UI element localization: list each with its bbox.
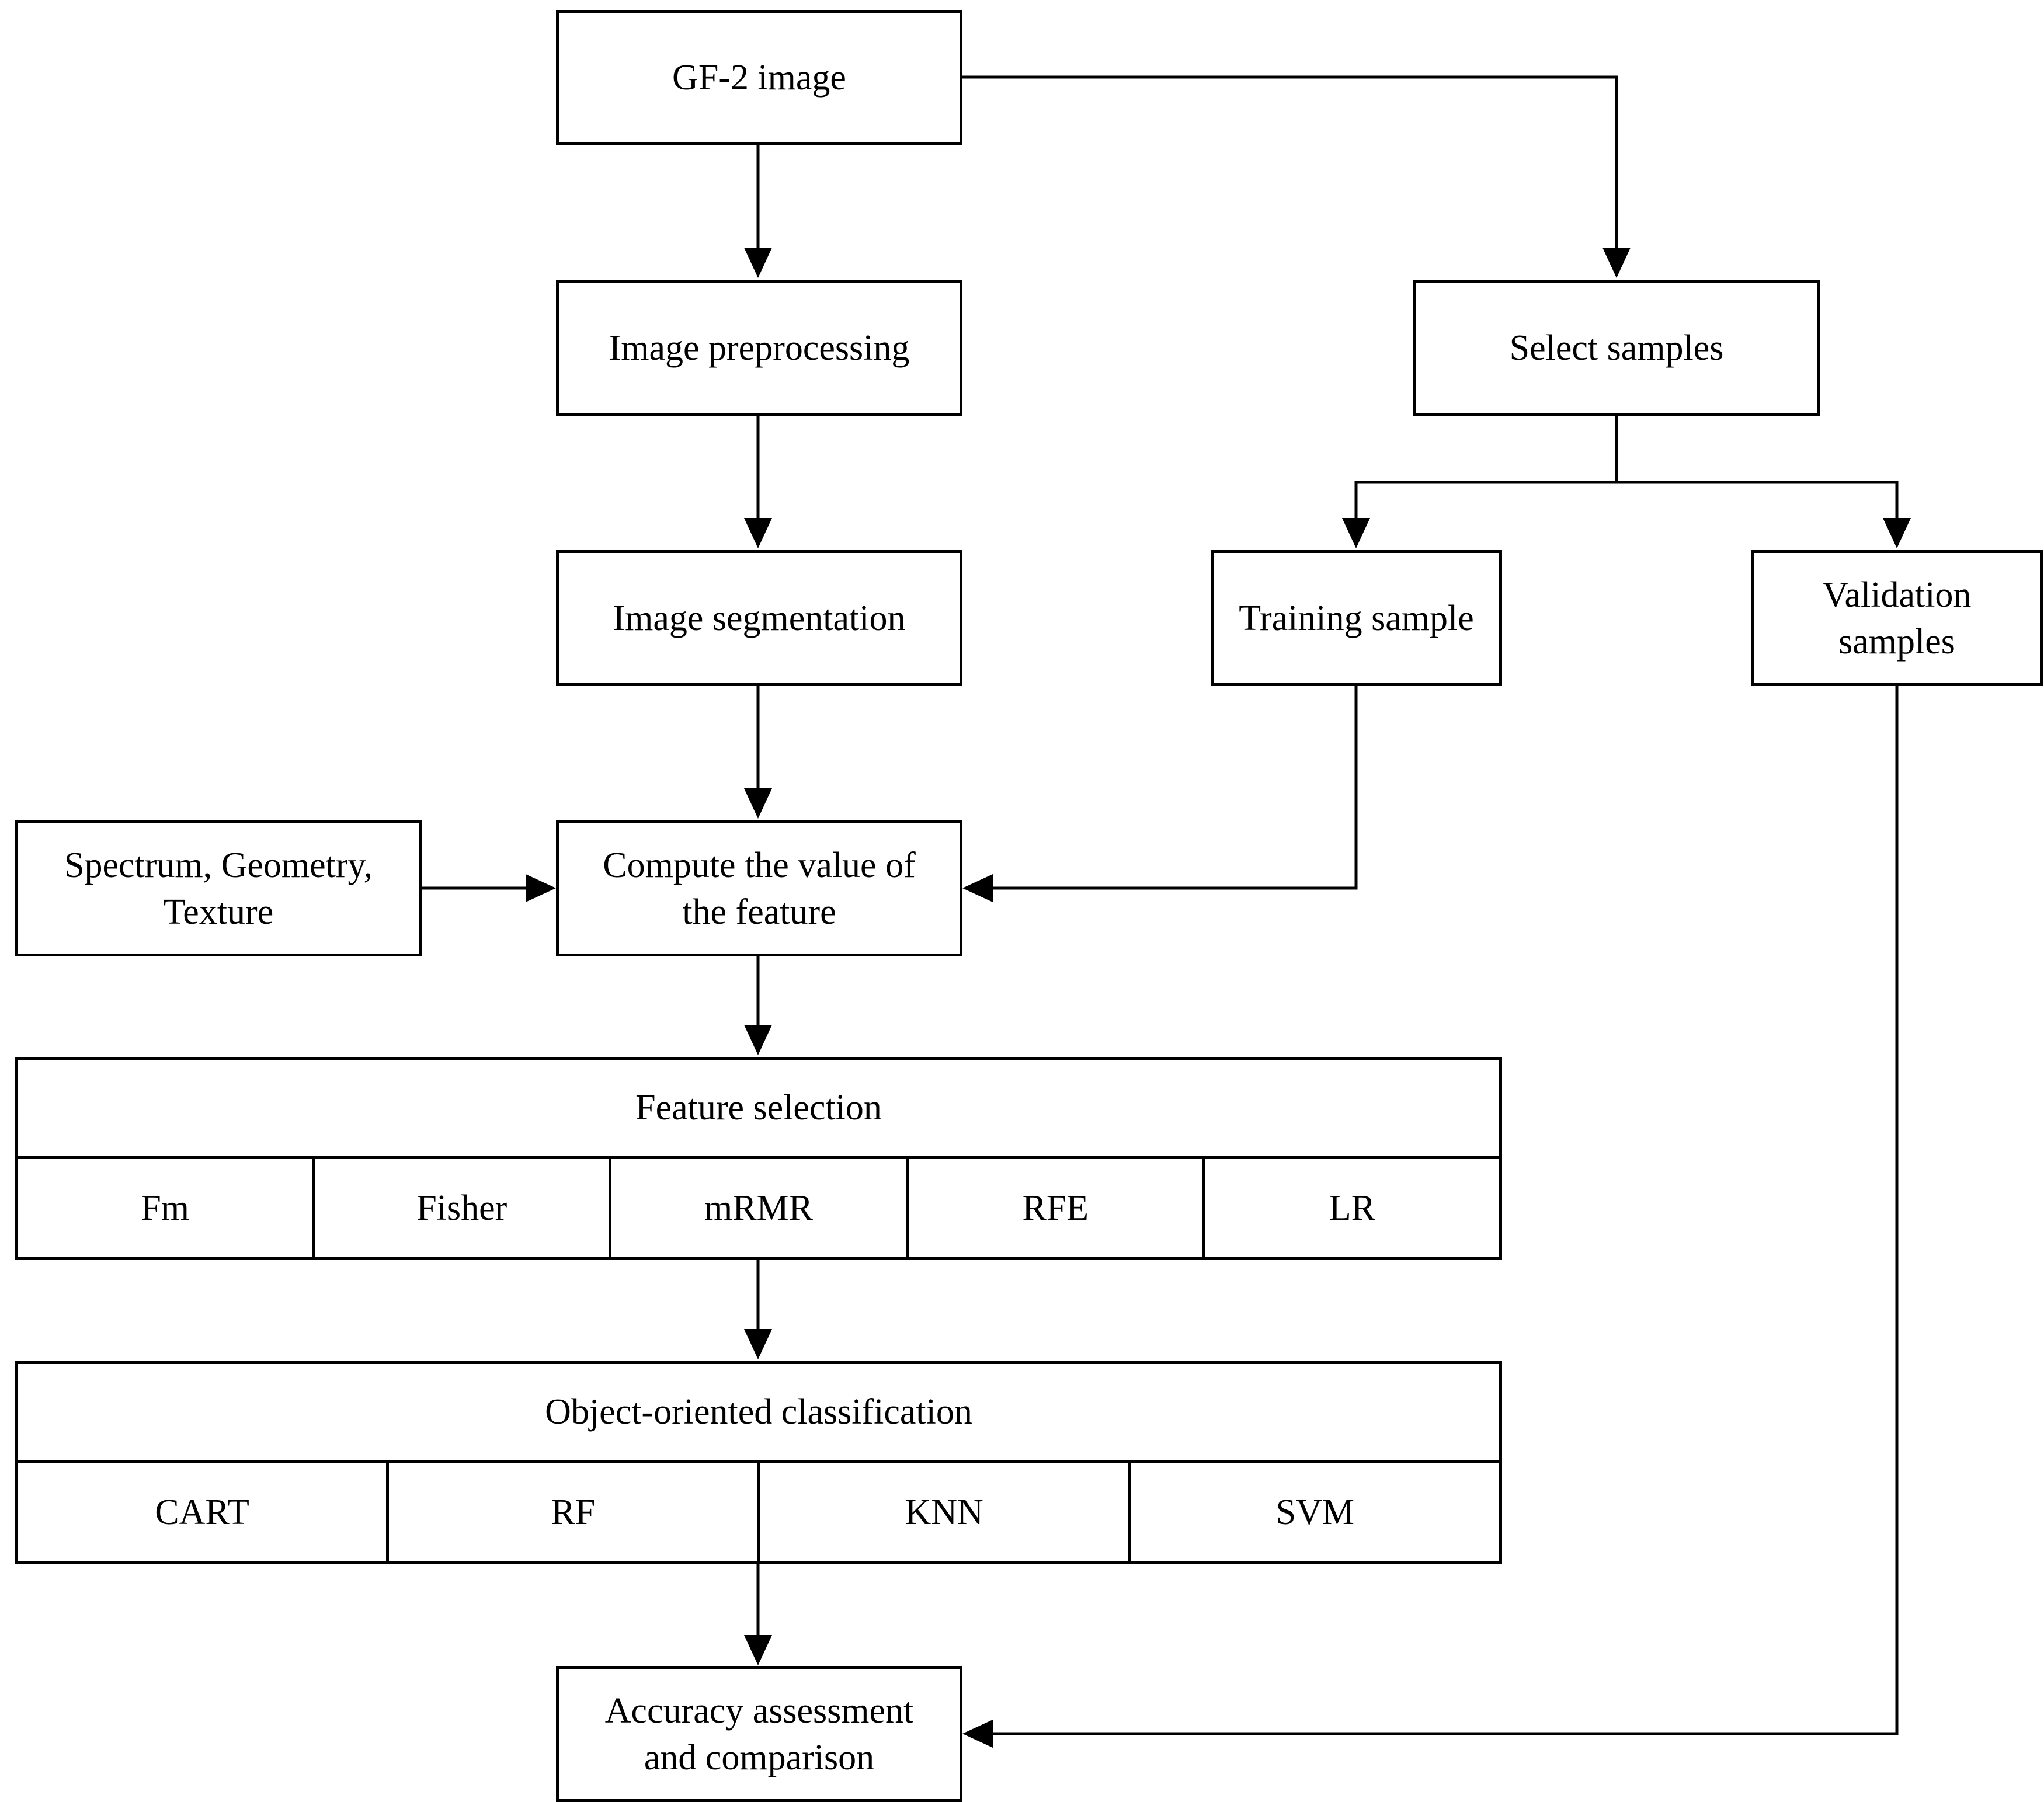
training-sample-label: Training sample	[1239, 598, 1474, 638]
arrowhead-accuracy-from-validation	[962, 1720, 993, 1748]
spectrum-geometry-texture-line1: Spectrum, Geometry,	[64, 845, 373, 885]
arrowhead-feature-selection	[744, 1025, 772, 1055]
spectrum-geometry-texture-box: Spectrum, Geometry, Texture	[15, 820, 422, 956]
validation-samples-label-line1: Validation	[1822, 575, 1972, 615]
spectrum-geometry-texture-line2: Texture	[163, 892, 274, 932]
select-samples-label: Select samples	[1509, 328, 1724, 368]
compute-feature-value-line2: the feature	[682, 892, 836, 932]
feature-method-lr: LR	[1329, 1188, 1376, 1228]
feature-method-fisher: Fisher	[315, 1159, 612, 1257]
arrowhead-accuracy-from-classification	[744, 1635, 772, 1665]
arrowhead-validation	[1883, 518, 1911, 548]
arrowhead-training	[1342, 518, 1370, 548]
compute-feature-value-line1: Compute the value of	[603, 845, 916, 885]
image-segmentation-box: Image segmentation	[556, 550, 962, 686]
arrow-gf2-to-select-samples	[962, 75, 1618, 251]
image-preprocessing-box: Image preprocessing	[556, 280, 962, 416]
image-preprocessing-label: Image preprocessing	[609, 328, 910, 368]
select-samples-box: Select samples	[1413, 280, 1820, 416]
feature-method-fm: Fm	[18, 1159, 315, 1257]
accuracy-assessment-line1: Accuracy assessment	[604, 1690, 914, 1731]
arrowhead-segmentation	[744, 518, 772, 548]
arrow-training-to-compute	[988, 686, 1358, 890]
classifier-svm: SVM	[1275, 1492, 1355, 1532]
validation-samples-box: Validation samples	[1751, 550, 2043, 686]
arrow-validation-to-accuracy	[988, 686, 1899, 1735]
image-segmentation-label: Image segmentation	[613, 598, 906, 638]
compute-feature-value-box: Compute the value of the feature	[556, 820, 962, 956]
gf2-image-box: GF-2 image	[556, 10, 962, 145]
arrowhead-compute-from-training	[962, 874, 993, 902]
classification-title: Object-oriented classification	[18, 1364, 1499, 1463]
arrowhead-preprocessing	[744, 248, 772, 278]
classifier-rf: RF	[389, 1463, 760, 1561]
feature-selection-panel: Feature selection Fm Fisher mRMR RFE LR	[15, 1057, 1502, 1260]
arrowhead-classification	[744, 1329, 772, 1359]
feature-method-mrmr: mRMR	[611, 1159, 909, 1257]
classifier-cart: CART	[18, 1463, 390, 1561]
training-sample-box: Training sample	[1211, 550, 1502, 686]
validation-samples-label-line2: samples	[1838, 621, 1955, 662]
arrow-select-to-training	[1354, 481, 1617, 521]
gf2-image-label: GF-2 image	[672, 57, 846, 98]
classifier-knn: KNN	[760, 1463, 1131, 1561]
arrow-select-to-validation	[1617, 481, 1899, 521]
arrowhead-compute-from-segmentation	[744, 788, 772, 819]
accuracy-assessment-box: Accuracy assessment and comparison	[556, 1666, 962, 1802]
accuracy-assessment-line2: and comparison	[644, 1737, 875, 1777]
arrowhead-compute-from-spectrum	[526, 874, 556, 902]
feature-selection-methods: Fm Fisher mRMR RFE LR	[18, 1159, 1499, 1257]
arrowhead-select-samples	[1602, 248, 1631, 278]
classification-panel: Object-oriented classification CART RF K…	[15, 1361, 1502, 1564]
classification-methods: CART RF KNN SVM	[18, 1463, 1499, 1561]
feature-method-rfe: RFE	[909, 1159, 1205, 1257]
feature-selection-title: Feature selection	[18, 1060, 1499, 1159]
